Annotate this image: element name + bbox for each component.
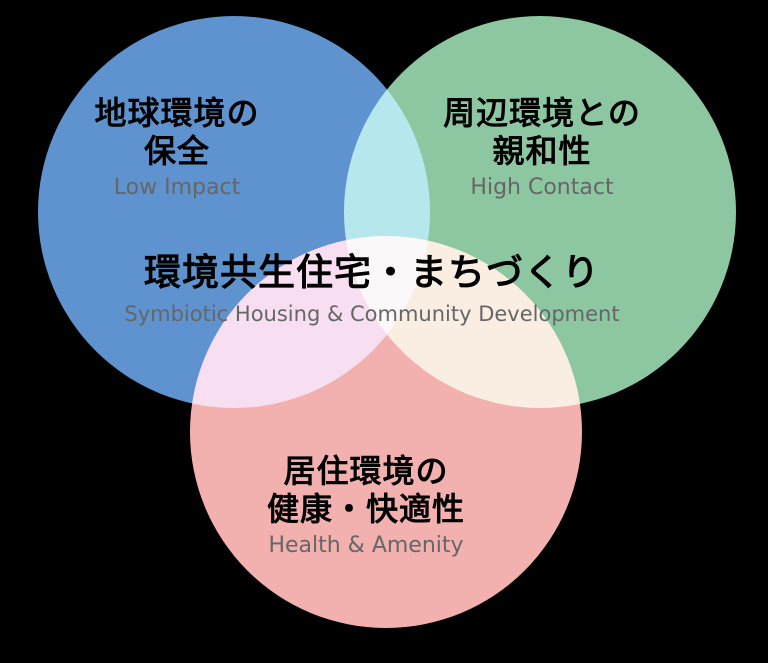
surrounding-environment-title-line2: 親和性 (492, 132, 592, 171)
living-environment-title-line2: 健康・快適性 (266, 490, 465, 529)
surrounding-environment-subtitle: High Contact (470, 174, 614, 200)
center-subtitle: Symbiotic Housing & Community Developmen… (124, 301, 620, 326)
surrounding-environment-title-line1: 周辺環境との (443, 94, 641, 132)
center-label: 環境共生住宅・まちづくり Symbiotic Housing & Communi… (112, 251, 632, 327)
global-environment-subtitle: Low Impact (113, 174, 241, 200)
living-environment-label: 居住環境の 健康・快適性 Health & Amenity (226, 452, 506, 559)
living-environment-subtitle: Health & Amenity (268, 532, 464, 558)
living-environment-title-line1: 居住環境の (283, 452, 449, 490)
center-title: 環境共生住宅・まちづくり (144, 251, 600, 294)
global-environment-title-line2: 保全 (143, 132, 210, 171)
global-environment-title-line1: 地球環境の (94, 94, 260, 132)
venn-circle-living-environment (190, 236, 582, 628)
global-environment-label: 地球環境の 保全 Low Impact (47, 94, 307, 201)
surrounding-environment-label: 周辺環境との 親和性 High Contact (412, 94, 672, 201)
